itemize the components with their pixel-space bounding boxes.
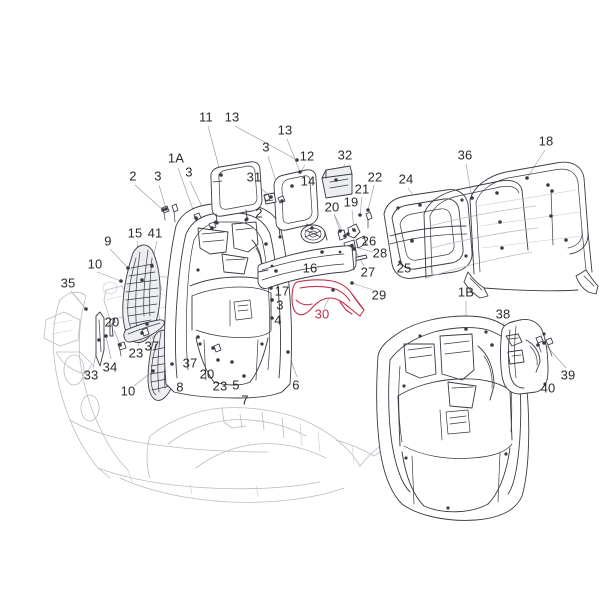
callout-label-37: 37 <box>182 355 198 371</box>
callout-label-16: 16 <box>302 260 318 276</box>
callout-label-3: 3 <box>154 168 162 184</box>
callout-label-37: 37 <box>144 338 160 354</box>
callout-label-25: 25 <box>396 260 412 276</box>
callout-label-10: 10 <box>120 383 136 399</box>
callout-label-1b: 1B <box>457 284 475 300</box>
callout-label-41: 41 <box>147 225 163 241</box>
callout-label-38: 38 <box>495 306 511 322</box>
callout-label-14: 14 <box>300 173 316 189</box>
callout-label-8: 8 <box>176 379 184 395</box>
part-16-upper-trim-bar <box>257 245 357 289</box>
callout-label-6: 6 <box>292 377 300 393</box>
callout-label-40: 40 <box>540 380 556 396</box>
callout-label-20: 20 <box>324 199 340 215</box>
callout-label-36: 36 <box>457 147 473 163</box>
part-9-left-side-grille <box>122 244 161 343</box>
callout-label-30: 30 <box>314 306 330 322</box>
callout-label-32: 32 <box>337 147 353 163</box>
callout-label-18: 18 <box>538 133 554 149</box>
callout-label-10: 10 <box>87 256 103 272</box>
part-1A-front-leg-shield <box>164 203 292 399</box>
callout-label-11: 11 <box>199 109 213 125</box>
callout-label-28: 28 <box>372 245 388 261</box>
part-36-rear-rack-tube <box>423 179 539 279</box>
callout-label-31: 31 <box>246 169 262 185</box>
callout-label-13: 13 <box>224 109 240 125</box>
part-32-module-box <box>321 165 353 199</box>
part-39-40-screws <box>535 335 554 357</box>
callout-label-20: 20 <box>199 366 215 382</box>
callout-label-23: 23 <box>128 345 144 361</box>
callout-label-21: 21 <box>354 181 370 197</box>
callout-label-12: 12 <box>299 148 315 164</box>
callout-label-29: 29 <box>371 287 387 303</box>
callout-label-2: 2 <box>255 205 263 221</box>
small-fasteners <box>84 158 546 378</box>
callout-label-3: 3 <box>276 297 284 313</box>
part-30-highlighted-trim <box>291 279 365 317</box>
callout-label-1a: 1A <box>167 150 185 166</box>
callout-label-7: 7 <box>241 392 249 408</box>
callout-label-5: 5 <box>232 377 240 393</box>
part-14-round-emblem <box>300 224 328 244</box>
callout-label-3: 3 <box>185 164 193 180</box>
callout-label-20: 20 <box>104 314 120 330</box>
part-34-screw <box>109 317 116 337</box>
callout-label-26: 26 <box>361 233 377 249</box>
callout-label-17: 17 <box>274 283 290 299</box>
callout-label-22: 22 <box>367 169 383 185</box>
callout-label-19: 19 <box>343 194 359 210</box>
callout-label-39: 39 <box>560 367 576 383</box>
callout-label-27: 27 <box>360 264 376 280</box>
callout-label-4: 4 <box>274 312 282 328</box>
callout-label-33: 33 <box>83 367 99 383</box>
callout-label-15: 15 <box>127 225 143 241</box>
callout-label-9: 9 <box>104 233 112 249</box>
part-11-upper-left-lid <box>210 161 263 225</box>
callout-label-2: 2 <box>129 168 137 184</box>
callout-label-23: 23 <box>212 378 228 394</box>
part-24-rack-frame-left <box>383 189 473 279</box>
part-18-windscreen <box>463 161 599 299</box>
callout-label-13: 13 <box>277 122 293 138</box>
callout-label-35: 35 <box>60 275 76 291</box>
callout-label-34: 34 <box>102 359 118 375</box>
callout-label-24: 24 <box>398 171 414 187</box>
callout-label-3: 3 <box>262 139 270 155</box>
